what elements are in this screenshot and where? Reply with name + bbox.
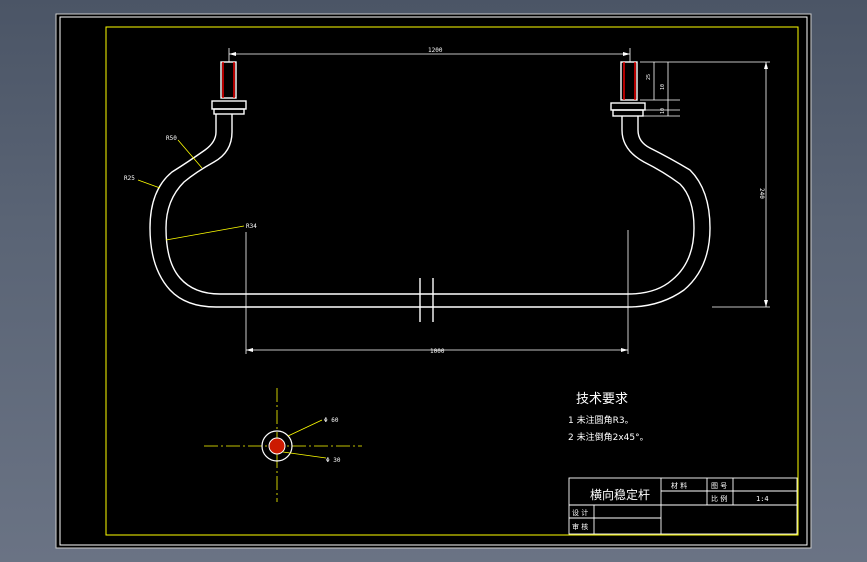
- stabilizer-bar-part: [149, 61, 711, 322]
- outer-frame: [59, 16, 808, 546]
- bar-inner-contour: [165, 114, 695, 295]
- section-outer-circle: [261, 430, 293, 462]
- bar-outer-contour: [149, 114, 711, 308]
- dim-small-a: 25: [646, 74, 652, 80]
- section-outer-dia: Φ 60: [324, 417, 339, 424]
- tech-req-title: 技术要求: [576, 392, 628, 407]
- material-label: 材 料: [671, 481, 687, 490]
- dimension-arrows: [229, 52, 768, 352]
- reviewer-label: 审 核: [572, 522, 588, 531]
- left-stud: [220, 61, 237, 99]
- tech-req-item-1: 1 未注圆角R3。: [568, 414, 634, 426]
- radius-r34: R34: [246, 223, 257, 230]
- drawing-no-label: 图 号: [711, 482, 727, 490]
- dimension-lines: [228, 48, 770, 354]
- inner-frame: [105, 26, 799, 536]
- section-inner-dia: Φ 30: [326, 457, 341, 464]
- part-name: 横向稳定杆: [590, 487, 650, 502]
- tech-req-item-2: 2 未注倒角2x45°。: [568, 431, 649, 443]
- dim-top-width: 1200: [428, 47, 443, 54]
- title-block: [568, 477, 798, 535]
- dim-right-height: 240: [758, 188, 765, 199]
- radius-leaders: [137, 139, 245, 241]
- radius-r25: R25: [124, 175, 135, 182]
- scale-value: 1:4: [756, 495, 769, 503]
- section-inner-fill: [268, 437, 286, 455]
- radius-r50: R50: [166, 135, 177, 142]
- dim-small-c: 10: [660, 108, 666, 114]
- designer-label: 设 计: [572, 508, 588, 517]
- dim-small-b: 10: [660, 84, 666, 90]
- dim-bottom-width: 1000: [430, 348, 445, 355]
- scale-label: 比 例: [711, 494, 727, 503]
- right-stud: [620, 61, 638, 101]
- cross-section-view: [204, 388, 362, 502]
